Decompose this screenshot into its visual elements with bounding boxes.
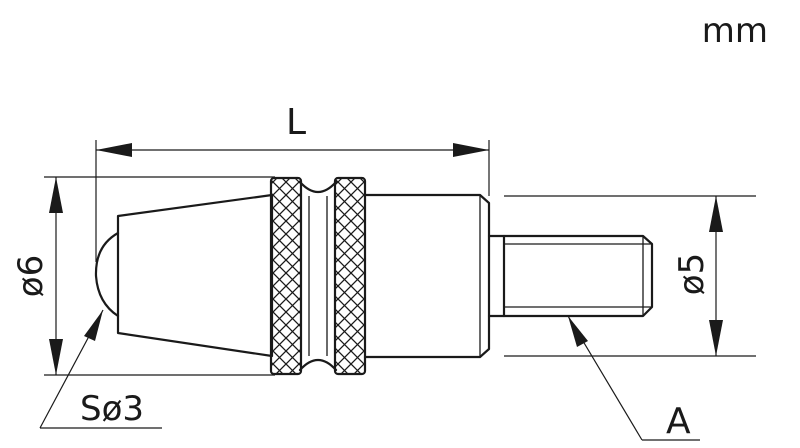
length-dimension: L	[95, 102, 490, 262]
stem-diameter-dimension: ø5	[504, 195, 756, 357]
ball-tip	[94, 231, 120, 318]
stem-shoulder	[487, 234, 506, 318]
stem-diameter-label: ø5	[672, 253, 712, 295]
stem-callout: A	[567, 315, 700, 442]
body-diameter-label: ø6	[11, 255, 51, 297]
center-groove	[298, 180, 338, 372]
tapered-cone	[116, 193, 274, 358]
stem-callout-label: A	[666, 401, 691, 442]
probe-part	[94, 176, 654, 376]
unit-label: mm	[702, 11, 768, 51]
threaded-stem	[502, 234, 654, 318]
length-label: L	[286, 102, 306, 143]
knurled-ring-right	[333, 176, 367, 376]
knurled-ring-left	[269, 176, 303, 376]
body-diameter-dimension: ø6	[11, 176, 275, 376]
main-body	[363, 193, 491, 359]
ball-diameter-callout: Sø3	[39, 309, 162, 429]
ball-diameter-label: Sø3	[80, 389, 144, 429]
